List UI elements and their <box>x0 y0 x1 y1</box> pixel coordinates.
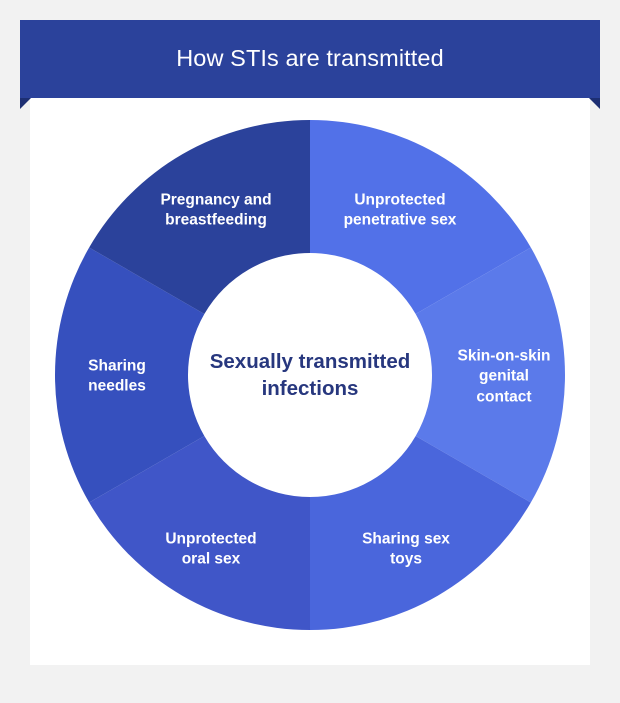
donut-segment-label: Sharing sex toys <box>362 530 450 568</box>
donut-segment[interactable] <box>89 436 311 630</box>
donut-segment-label: Unprotected penetrative sex <box>343 191 457 229</box>
donut-segment[interactable] <box>310 120 531 314</box>
donut-segment[interactable] <box>310 436 531 630</box>
ribbon-fold-right-icon <box>589 98 600 109</box>
donut-segment-label: Unprotected oral sex <box>165 530 257 568</box>
donut-segment-group <box>55 119 566 630</box>
header-band: How STIs are transmitted <box>20 20 600 98</box>
donut-center-label: Sexually transmitted infections <box>209 349 411 400</box>
donut-segment-label: Pregnancy and breastfeeding <box>160 191 272 229</box>
header-ribbon: How STIs are transmitted <box>20 20 600 109</box>
donut-segment-label: Sharing needles <box>88 357 146 395</box>
donut-segment-label: Skin-on-skin genital contact <box>457 347 551 406</box>
page-title: How STIs are transmitted <box>176 45 444 72</box>
donut-segment[interactable] <box>415 247 566 503</box>
donut-segment[interactable] <box>89 119 311 315</box>
donut-segment[interactable] <box>55 247 205 503</box>
ribbon-fold-left-icon <box>20 98 31 109</box>
